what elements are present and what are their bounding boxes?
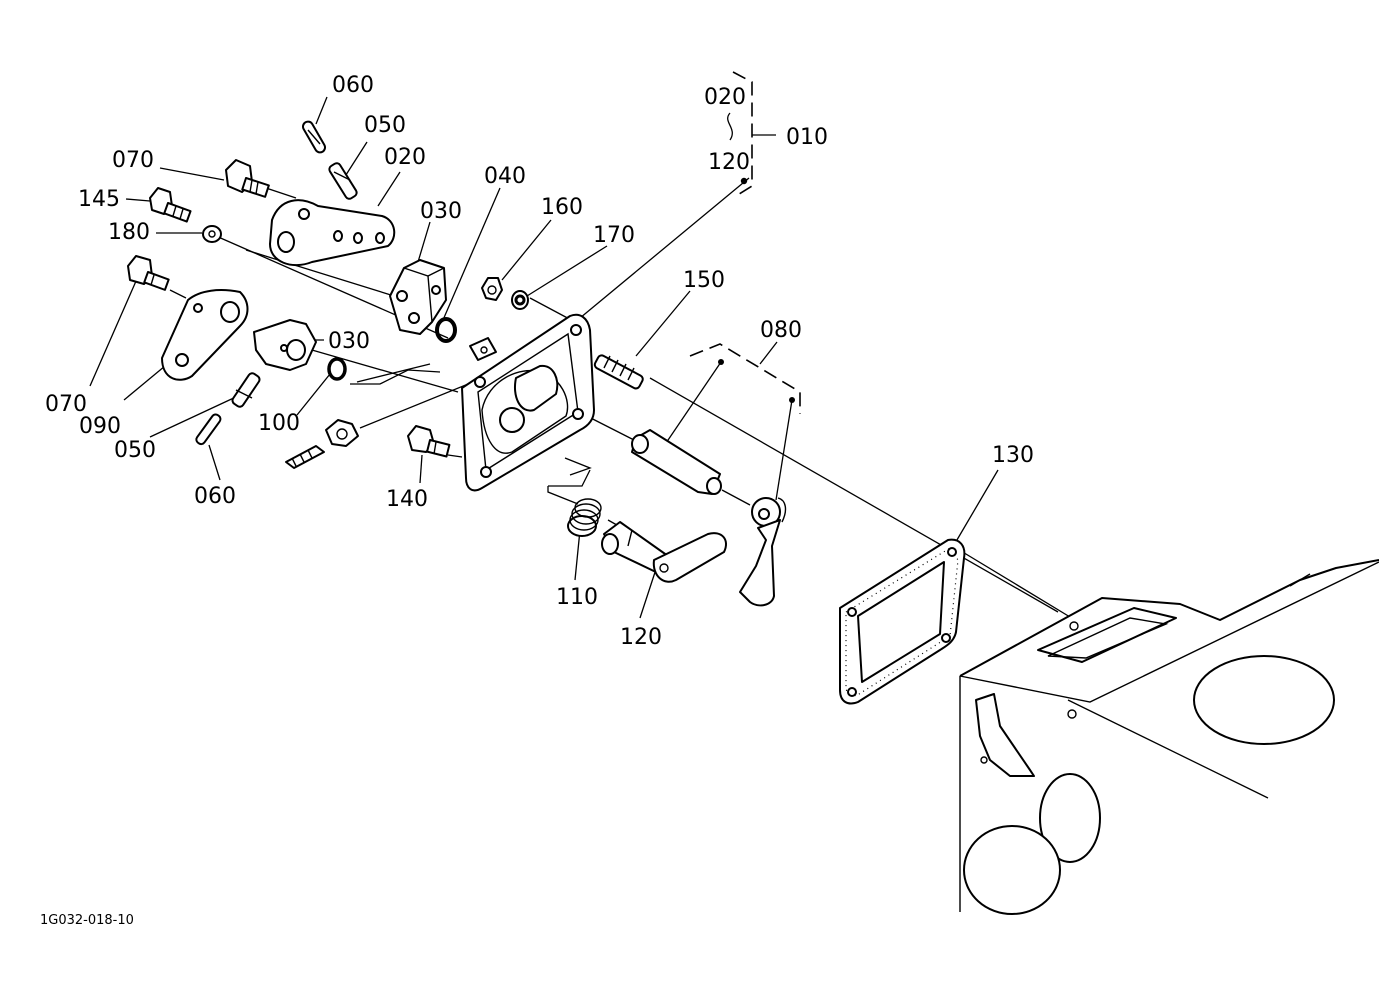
label-120-bottom: 120 <box>620 625 662 650</box>
label-050-bottom: 050 <box>114 438 156 463</box>
label-090: 090 <box>79 414 121 439</box>
label-030-mid: 030 <box>328 329 370 354</box>
label-110: 110 <box>556 585 598 610</box>
label-020: 020 <box>384 145 426 170</box>
label-100: 100 <box>258 411 300 436</box>
label-030-top: 030 <box>420 199 462 224</box>
part-170-washer <box>511 290 529 310</box>
label-060-top: 060 <box>332 73 374 98</box>
part-labels: 060 050 070 020 145 030 040 180 160 170 … <box>40 73 1034 928</box>
drawing-code: 1G032-018-10 <box>40 913 134 928</box>
label-070-top: 070 <box>112 148 154 173</box>
part-130-gasket <box>839 538 966 705</box>
label-170: 170 <box>593 223 635 248</box>
part-160-nut <box>481 277 503 301</box>
part-040-o-ring <box>435 317 457 343</box>
engine-block <box>959 559 1379 915</box>
group-brackets <box>663 71 801 501</box>
label-120-group: 120 <box>708 150 750 175</box>
governor-cover <box>461 313 595 492</box>
part-030-lever-mid <box>253 319 317 371</box>
label-020-group: 020 <box>704 85 746 110</box>
part-100-o-ring <box>327 357 347 381</box>
label-145: 145 <box>78 187 120 212</box>
part-030-lever-top <box>389 259 447 335</box>
adjusting-screw-nut <box>285 419 359 469</box>
part-150-stud <box>593 354 644 390</box>
label-070-left: 070 <box>45 392 87 417</box>
label-060-bottom: 060 <box>194 484 236 509</box>
part-050-spring-pin-top <box>328 162 358 200</box>
part-180-washer <box>202 225 222 243</box>
label-010: 010 <box>786 125 828 150</box>
label-150: 150 <box>683 268 725 293</box>
part-070-bolt-top <box>225 159 270 198</box>
label-140: 140 <box>386 487 428 512</box>
part-080-shaft <box>631 429 722 495</box>
label-180: 180 <box>108 220 150 245</box>
part-090-plate <box>161 289 249 381</box>
part-110-spring <box>567 498 602 537</box>
label-080: 080 <box>760 318 802 343</box>
label-040: 040 <box>484 164 526 189</box>
part-050-spring-pin-bottom <box>231 372 261 408</box>
part-060-pin-bottom <box>195 413 222 446</box>
part-140-bolt <box>407 425 451 458</box>
part-060-pin-top <box>302 120 326 154</box>
part-120-lever-shaft <box>601 521 727 583</box>
label-130: 130 <box>992 443 1034 468</box>
label-160: 160 <box>541 195 583 220</box>
leader-lines <box>89 96 1269 799</box>
label-050-top: 050 <box>364 113 406 138</box>
part-145-bolt <box>149 187 192 223</box>
part-070-bolt-left <box>127 255 170 291</box>
part-080-lever-arm <box>739 497 787 607</box>
part-020-plate <box>269 199 396 267</box>
